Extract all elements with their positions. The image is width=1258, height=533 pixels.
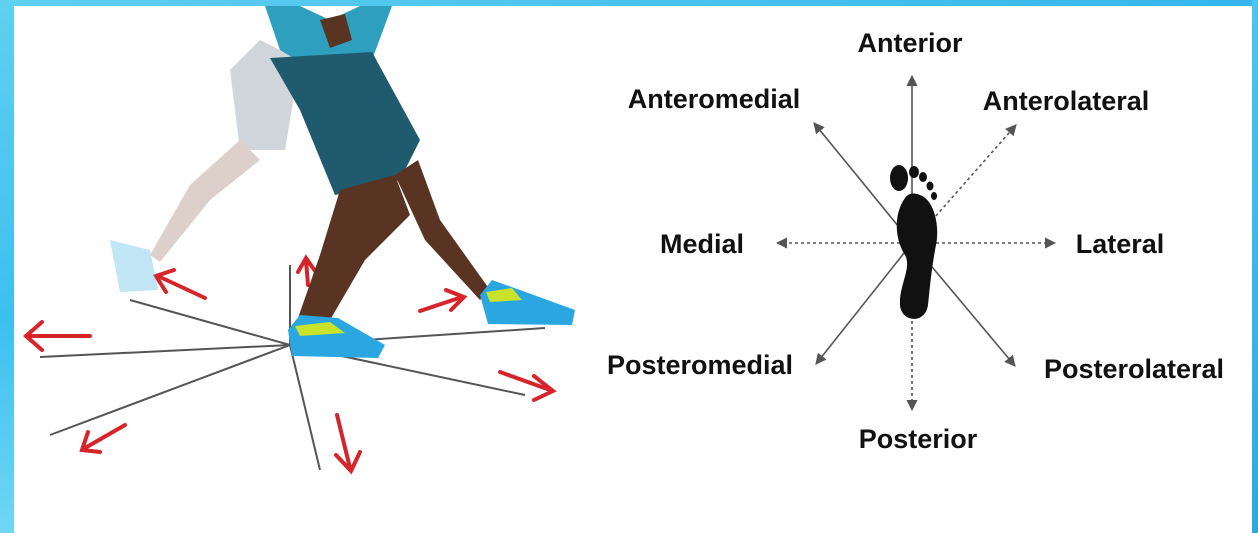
direction-diagram: Anterior Anteromedial Anterolateral Medi…	[607, 28, 1224, 454]
label-anterior: Anterior	[857, 28, 963, 58]
label-medial: Medial	[660, 229, 744, 259]
label-lateral: Lateral	[1076, 229, 1165, 259]
ghost-figure	[110, 40, 300, 292]
label-posterior: Posterior	[859, 424, 978, 454]
label-anterolateral: Anterolateral	[983, 86, 1150, 116]
main-figure	[265, 6, 575, 358]
footprint-icon	[890, 165, 937, 319]
arrow-posteromedial	[816, 243, 912, 364]
label-posteromedial: Posteromedial	[607, 350, 793, 380]
runner-illustration	[26, 6, 575, 471]
reach-lines	[40, 265, 545, 470]
label-anteromedial: Anteromedial	[628, 84, 801, 114]
label-posterolateral: Posterolateral	[1044, 354, 1224, 384]
